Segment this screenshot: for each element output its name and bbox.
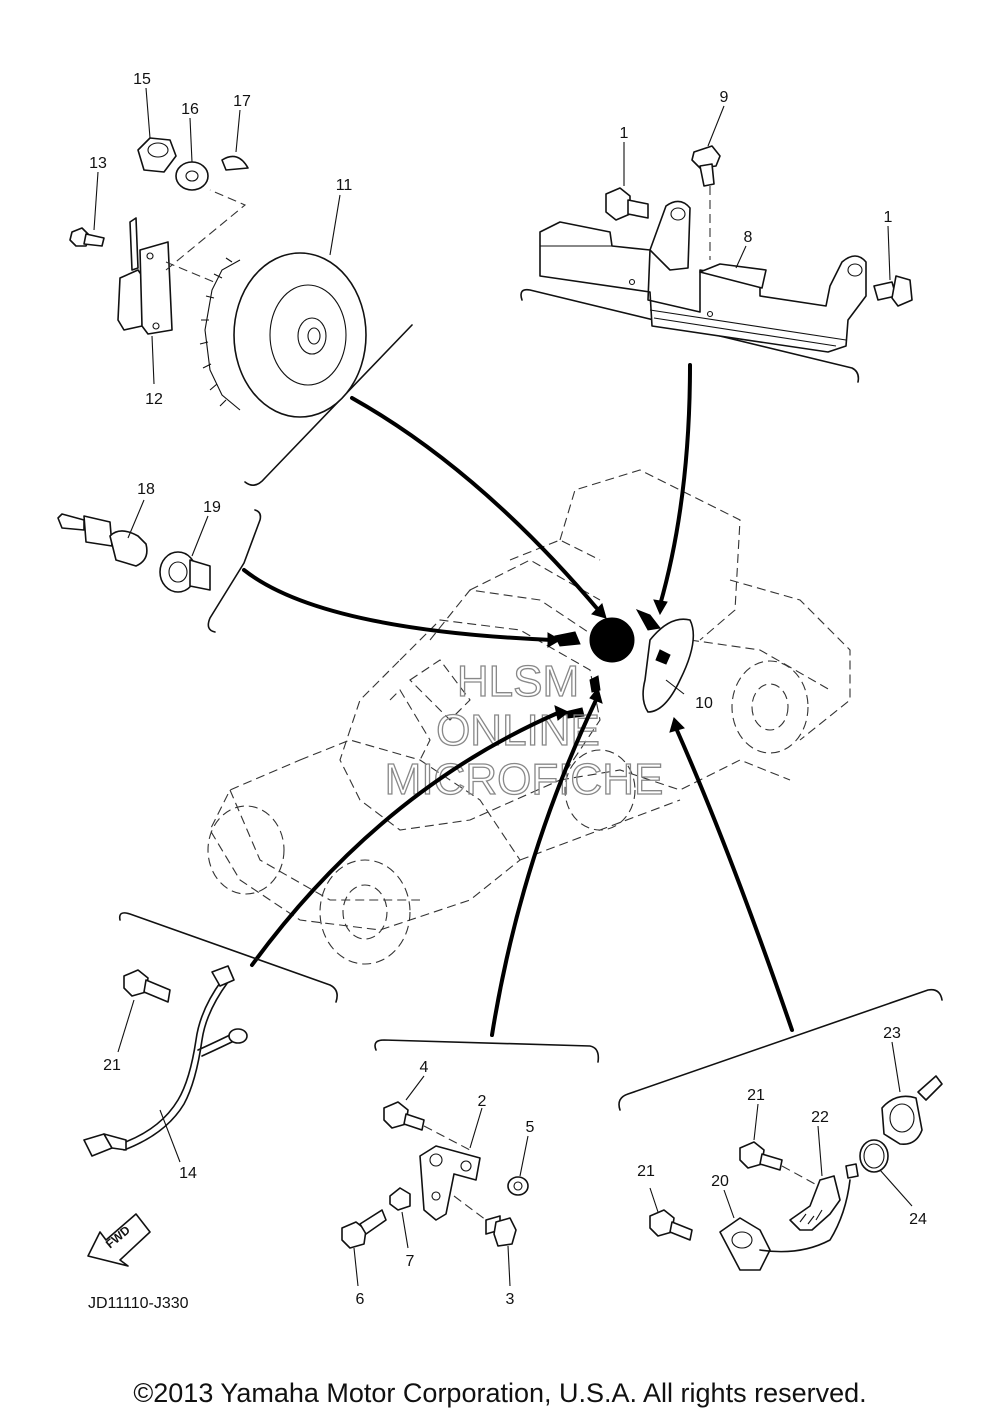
callout-21: 21 bbox=[103, 1057, 121, 1074]
leader-lines bbox=[242, 363, 794, 1037]
nut-5 bbox=[507, 1176, 529, 1196]
flywheel bbox=[199, 252, 367, 418]
bulb-18 bbox=[57, 513, 148, 567]
callout-13: 13 bbox=[89, 155, 107, 172]
copyright-notice: ©2013 Yamaha Motor Corporation, U.S.A. A… bbox=[133, 1378, 867, 1408]
bolt-13 bbox=[69, 227, 105, 247]
bulb-grommet-group bbox=[57, 499, 211, 593]
nut-7 bbox=[389, 1187, 411, 1211]
callout-numbers: 1 1 2 3 4 5 6 7 8 9 10 11 12 13 14 15 16… bbox=[89, 71, 927, 1308]
bolt-4 bbox=[383, 1101, 425, 1131]
callout-5: 5 bbox=[526, 1119, 535, 1136]
callout-17: 17 bbox=[233, 93, 251, 110]
ignition-coil-12 bbox=[117, 217, 173, 335]
bracket-2-group bbox=[341, 1075, 529, 1287]
callout-15: 15 bbox=[133, 71, 151, 88]
callout-4: 4 bbox=[420, 1059, 429, 1076]
callout-11: 11 bbox=[336, 177, 353, 194]
watermark: HLSM ONLINE MICROFICHE bbox=[384, 656, 664, 804]
coil-flywheel-group bbox=[69, 87, 367, 418]
callout-1: 1 bbox=[620, 125, 629, 142]
callout-8: 8 bbox=[744, 229, 753, 246]
callout-19: 19 bbox=[203, 499, 221, 516]
callout-23: 23 bbox=[883, 1025, 901, 1042]
bolt-1-right bbox=[873, 275, 913, 307]
washer-16 bbox=[175, 161, 209, 191]
bolt-21-mid bbox=[739, 1141, 783, 1171]
nut-15 bbox=[137, 137, 177, 173]
grommet-19 bbox=[159, 551, 211, 593]
diagram-code: JD11110-J330 bbox=[88, 1295, 189, 1312]
watermark-line-3: MICROFICHE bbox=[385, 755, 664, 804]
callout-14: 14 bbox=[179, 1165, 197, 1182]
callout-21: 21 bbox=[637, 1163, 655, 1180]
bolt-21-right bbox=[649, 1209, 693, 1241]
callout-20: 20 bbox=[711, 1173, 729, 1190]
bolt-1-left bbox=[605, 187, 649, 221]
callout-7: 7 bbox=[406, 1253, 415, 1270]
callout-24: 24 bbox=[909, 1211, 927, 1228]
watermark-line-1: HLSM bbox=[457, 657, 579, 706]
callout-21: 21 bbox=[747, 1087, 765, 1104]
callout-6: 6 bbox=[356, 1291, 365, 1308]
golf-cart-outline bbox=[207, 469, 851, 965]
sensor-group bbox=[649, 679, 943, 1271]
harness-group bbox=[83, 965, 248, 1163]
callout-10: 10 bbox=[695, 695, 713, 712]
callout-12: 12 bbox=[145, 391, 163, 408]
callout-1: 1 bbox=[884, 209, 893, 226]
bracket-group bbox=[539, 105, 913, 353]
fwd-arrow-icon: FWD bbox=[87, 1213, 151, 1267]
key-17 bbox=[221, 155, 249, 171]
callout-22: 22 bbox=[811, 1109, 829, 1126]
callout-9: 9 bbox=[720, 89, 729, 106]
bolt-3 bbox=[485, 1215, 517, 1247]
callout-2: 2 bbox=[478, 1093, 487, 1110]
callout-3: 3 bbox=[506, 1291, 515, 1308]
callout-16: 16 bbox=[181, 101, 199, 118]
sender-23 bbox=[881, 1075, 943, 1146]
bolt-21-left bbox=[123, 969, 171, 1003]
bolt-6 bbox=[341, 1209, 387, 1249]
callout-18: 18 bbox=[137, 481, 155, 498]
bolt-9 bbox=[691, 145, 721, 187]
